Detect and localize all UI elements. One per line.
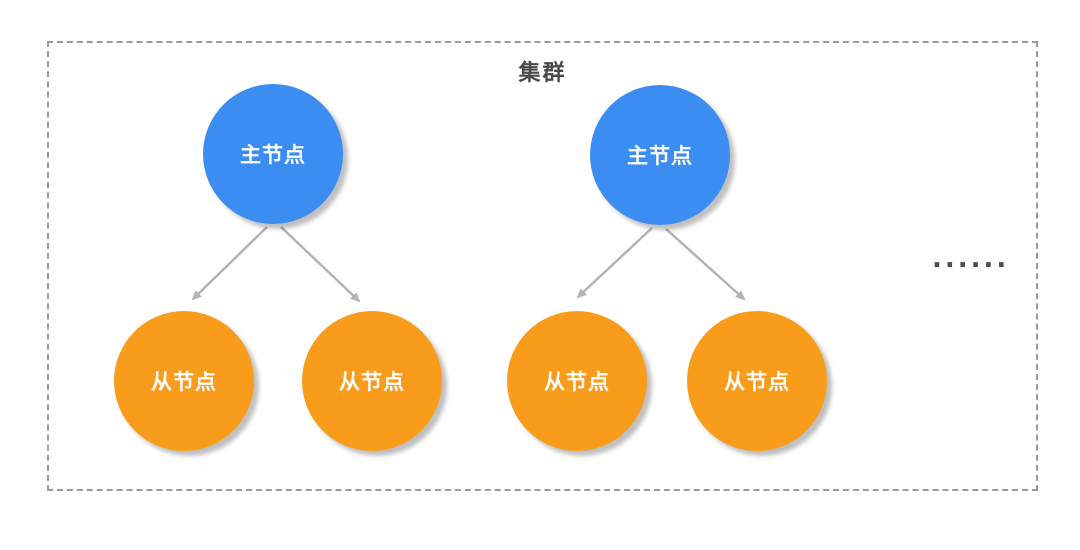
- slave-node-3: 从节点: [507, 311, 647, 451]
- slave-node-label: 从节点: [724, 370, 790, 394]
- slave-node-label: 从节点: [339, 370, 405, 394]
- master-node-2: 主节点: [590, 85, 730, 225]
- cluster-boundary: 集群: [47, 41, 1038, 491]
- master-node-label: 主节点: [240, 143, 306, 167]
- master-node-1: 主节点: [203, 84, 343, 224]
- slave-node-4: 从节点: [687, 311, 827, 451]
- slave-node-label: 从节点: [151, 370, 217, 394]
- cluster-title: 集群: [518, 61, 567, 86]
- slave-node-2: 从节点: [302, 311, 442, 451]
- slave-node-1: 从节点: [114, 311, 254, 451]
- more-clusters-ellipsis: ......: [932, 244, 1010, 274]
- master-node-label: 主节点: [627, 144, 693, 168]
- slave-node-label: 从节点: [544, 370, 610, 394]
